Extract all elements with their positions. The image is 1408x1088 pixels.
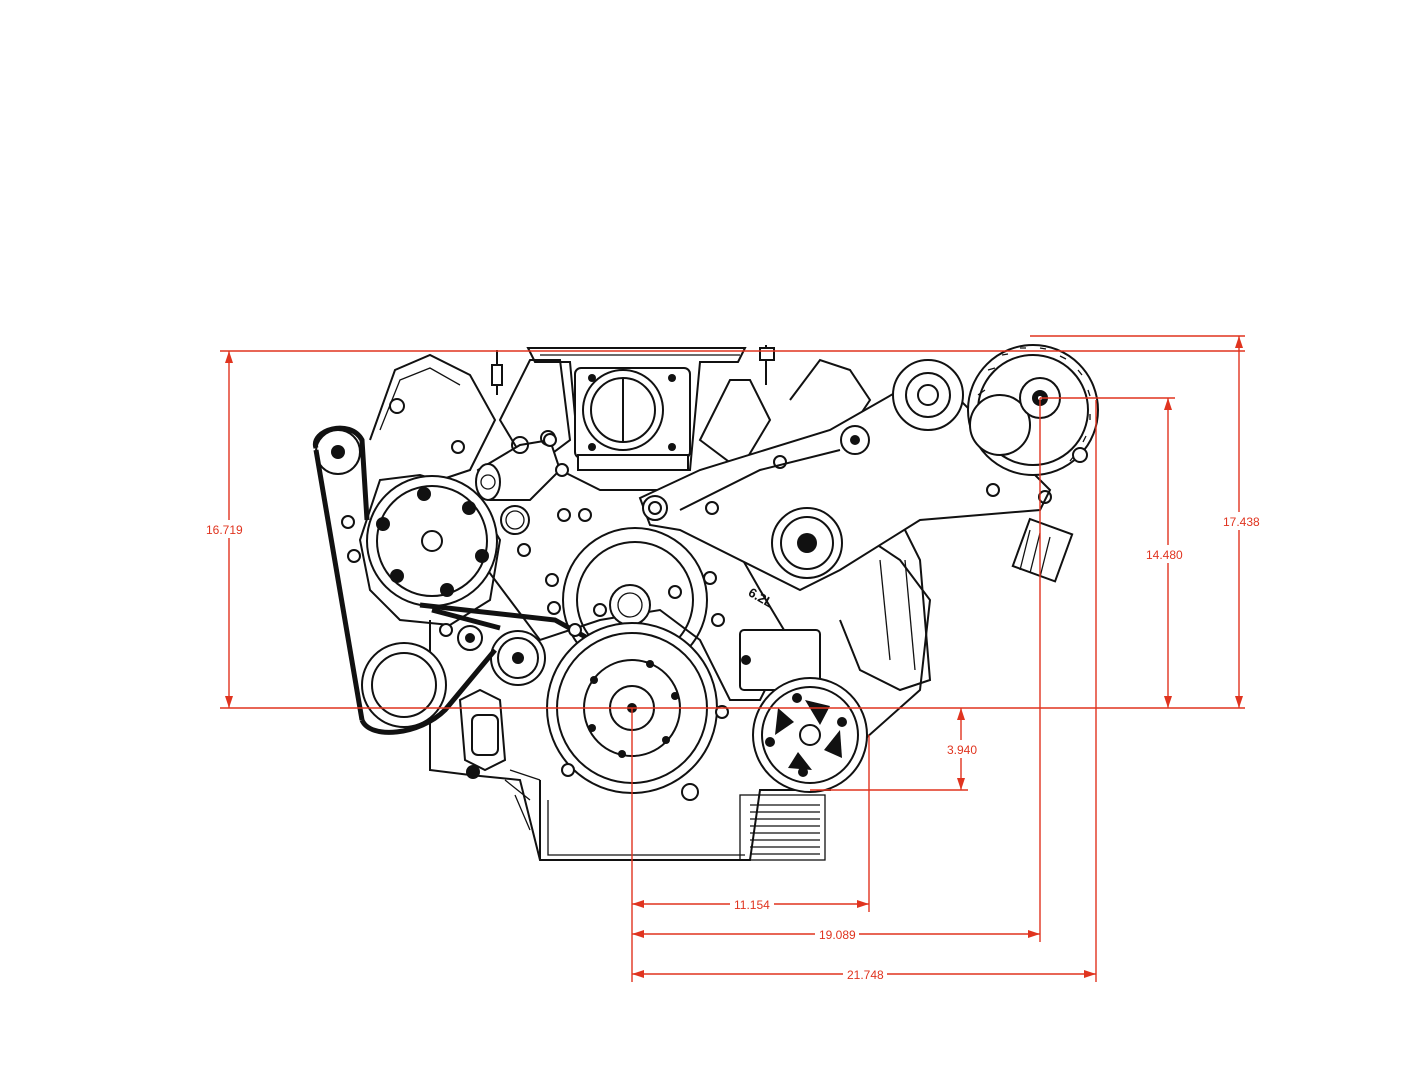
dim-overall-height-right: 17.438: [1223, 515, 1260, 529]
power-steering-pump: [739, 629, 868, 793]
ac-compressor: [358, 473, 502, 627]
oil-cooler-fins: [750, 804, 820, 855]
dim-power-steering-drop: 3.940: [947, 743, 977, 757]
dimension-labels: 16.719 17.438 14.480 3.940 11.154 19.089…: [203, 512, 1260, 983]
engine-displacement-label: 6.2L: [746, 585, 776, 611]
dim-overall-height-left: 16.719: [206, 523, 243, 537]
dim-alternator-offset: 19.089: [819, 928, 856, 942]
tensioner: [458, 688, 541, 831]
tensioner-pulley-lower-left: [361, 642, 447, 728]
alternator: [967, 344, 1099, 583]
dim-power-steering-offset: 11.154: [734, 898, 770, 912]
water-neck: [475, 430, 562, 535]
throttle-body: [574, 367, 691, 471]
dim-overall-width-right: 21.748: [847, 968, 884, 982]
dim-alternator-height: 14.480: [1146, 548, 1183, 562]
idler-pulley-center: [457, 625, 546, 686]
bolt-heads: [341, 398, 729, 801]
dimension-lines: [220, 335, 1245, 982]
idler-pulley-upper-left: [315, 429, 361, 475]
